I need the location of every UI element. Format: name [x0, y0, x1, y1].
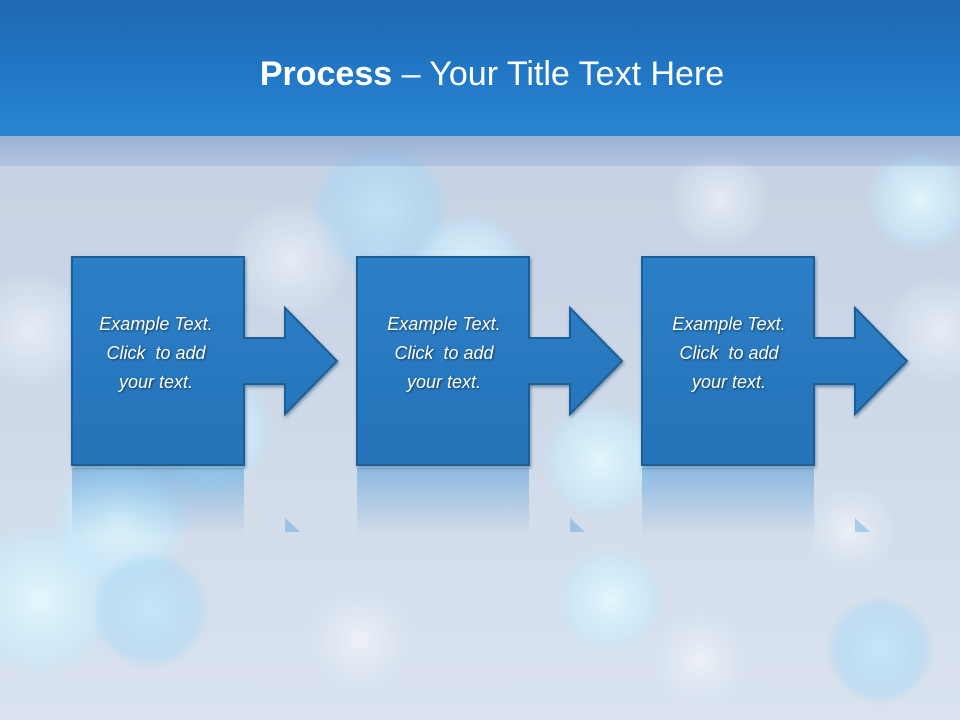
title-bold: Process [259, 55, 393, 93]
header-strip [0, 136, 960, 166]
slide-title: Process – Your Title Text Here [0, 52, 960, 96]
header-bar [0, 0, 960, 136]
step-3-line-2: Click to add [679, 343, 779, 363]
step-text-1[interactable]: Example Text. Click to add your text. [70, 310, 242, 397]
step-3-line-1: Example Text. [672, 314, 786, 334]
step-2-line-1: Example Text. [387, 314, 501, 334]
step-text-2[interactable]: Example Text. Click to add your text. [358, 310, 530, 397]
step-shape-1[interactable] [71, 256, 339, 466]
step-2-line-2: Click to add [394, 343, 494, 363]
reflection-1 [72, 468, 300, 538]
step-1-line-2: Click to add [106, 343, 206, 363]
reflection-3 [642, 468, 870, 538]
step-2-line-3: your text. [406, 372, 482, 392]
step-shape-2[interactable] [356, 256, 624, 466]
step-shape-3[interactable] [641, 256, 909, 466]
step-1-line-3: your text. [118, 372, 194, 392]
step-1-line-1: Example Text. [99, 314, 213, 334]
title-rest: – Your Title Text Here [392, 55, 725, 93]
step-text-3[interactable]: Example Text. Click to add your text. [643, 310, 815, 397]
reflection-2 [357, 468, 585, 538]
step-3-line-3: your text. [691, 372, 767, 392]
